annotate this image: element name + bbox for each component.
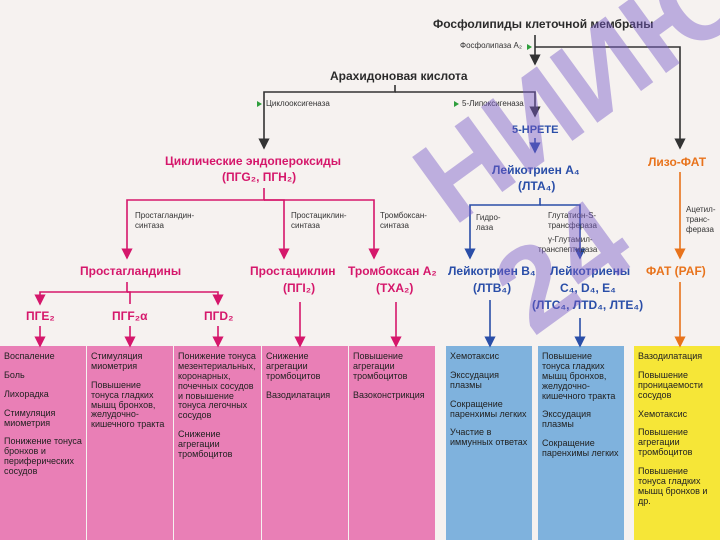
endoperoxides-node-line2: (ПГG₂, ПГН₂)	[222, 170, 297, 184]
tx-synthase-label-line1: Тромбоксан-	[380, 211, 427, 220]
effect-item: Снижение агрегации тромбоцитов	[266, 351, 321, 381]
tx-synthase-label-line2: синтаза	[380, 221, 409, 230]
prostacyclin-node-line2: (ПГI₂)	[283, 281, 316, 295]
hpete-node: 5-НРЕТЕ	[512, 124, 559, 136]
effect-item: Боль	[4, 369, 25, 380]
effects-pgd2-column: Понижение тонуса мезентериальных, корона…	[174, 346, 261, 540]
effect-item: Вазодилатация	[266, 389, 331, 400]
endoperoxides-node-line1: Циклические эндопероксиды	[165, 154, 342, 168]
lt-cde-node-line1: Лейкотриены	[550, 264, 631, 278]
ltb4-node-line2: (ЛТВ₄)	[473, 281, 512, 295]
pg-synthase-label-line1: Простагландин-	[135, 211, 195, 220]
effects-prostacyclin-column: Снижение агрегации тромбоцитов Вазодилат…	[262, 346, 348, 540]
hydrolase-label-line1: Гидро-	[476, 213, 501, 222]
pgf2a-node: ПГF₂α	[112, 309, 148, 323]
phospholipase-label: Фосфолипаза А₂	[460, 41, 522, 50]
lyso-paf-node: Лизо-ФАТ	[648, 155, 707, 169]
effect-item: Стимуляция миометрия	[91, 351, 143, 371]
lta4-node-line2: (ЛТА₄)	[518, 179, 556, 193]
lt-cde-node-line3: (ЛТС₄, ЛТD₄, ЛТЕ₄)	[532, 298, 644, 312]
effects-ltb4-column: Хемотаксис Экссудация плазмы Сокращение …	[446, 346, 532, 540]
gst-label-line2: трансфераза	[548, 221, 597, 230]
effect-item: Хемотаксис	[638, 408, 688, 419]
acetyltransferase-label-line3: фераза	[686, 225, 714, 234]
ltb4-node-line1: Лейкотриен В₄	[448, 264, 536, 278]
effect-item: Экссудация плазмы	[450, 369, 500, 390]
effects-paf-column: Вазодилатация Повышение проницаемости со…	[634, 346, 720, 540]
pge2-node: ПГЕ₂	[26, 309, 55, 323]
effect-item: Вазодилатация	[638, 351, 703, 361]
effects-thromboxane-column: Повышение агрегации тромбоцитов Вазоконс…	[349, 346, 435, 540]
pc-synthase-label-line2: синтаза	[291, 221, 320, 230]
gst-label-line1: Глутатион-S-	[548, 211, 597, 220]
pg-synthase-label-line2: синтаза	[135, 221, 164, 230]
hydrolase-label-line2: лаза	[476, 223, 494, 232]
prostacyclin-node-line1: Простациклин	[250, 264, 336, 278]
effects-lt-cde-column: Повышение тонуса гладких мышц бронхов, ж…	[538, 346, 624, 540]
effect-item: Понижение тонуса бронхов и периферически…	[4, 436, 82, 477]
lt-cde-node-line2: С₄, D₄, Е₄	[560, 281, 616, 295]
cyclooxygenase-label: Циклооксигеназа	[266, 99, 330, 108]
effects-pge2-column: Воспаление Боль Лихорадка Стимуляция мио…	[0, 346, 86, 540]
effect-item: Воспаление	[4, 351, 55, 361]
effect-item: Лихорадка	[4, 388, 49, 399]
pc-synthase-label-line1: Простациклин-	[291, 211, 347, 220]
effect-item: Сокращение паренхимы легких	[450, 398, 527, 419]
effect-item: Повышение агрегации тромбоцитов	[353, 351, 408, 381]
effect-item: Участие в иммунных ответах	[450, 427, 528, 448]
acetyltransferase-label-line1: Ацетил-	[686, 205, 716, 214]
lta4-node-line1: Лейкотриен А₄	[492, 163, 580, 177]
effect-item: Экссудация плазмы	[542, 409, 592, 430]
effect-item: Снижение агрегации тромбоцитов	[178, 429, 233, 460]
effect-item: Повышение проницаемости сосудов	[638, 369, 703, 400]
prostaglandins-node: Простагландины	[80, 264, 182, 278]
thromboxane-node-line1: Тромбоксан А₂	[348, 264, 437, 278]
effect-item: Повышение тонуса гладких мышц бронхов, ж…	[91, 379, 165, 430]
ggt-label-line2: транспептидаза	[538, 245, 598, 254]
paf-node: ФАТ (PAF)	[646, 264, 706, 278]
effect-item: Хемотаксис	[450, 351, 500, 361]
acetyltransferase-label-line2: транс-	[686, 215, 710, 224]
effect-item: Понижение тонуса мезентериальных, корона…	[178, 351, 256, 421]
effect-item: Повышение тонуса гладких мышц бронхов и …	[638, 466, 708, 506]
lipoxygenase-label: 5-Липоксигеназа	[462, 99, 524, 108]
effect-item: Повышение агрегации тромбоцитов	[638, 427, 693, 458]
effects-pgf2a-column: Стимуляция миометрия Повышение тонуса гл…	[87, 346, 173, 540]
effect-item: Стимуляция миометрия	[4, 407, 56, 428]
pgd2-node: ПГD₂	[204, 309, 234, 323]
effect-item: Сокращение паренхимы легких	[542, 438, 619, 459]
effect-item: Вазоконстрикция	[353, 389, 425, 400]
thromboxane-node-line2: (ТХА₂)	[376, 281, 414, 295]
phospholipids-node: Фосфолипиды клеточной мембраны	[433, 17, 654, 31]
effect-item: Повышение тонуса гладких мышц бронхов, ж…	[542, 351, 616, 401]
ggt-label-line1: γ-Глутамил-	[548, 235, 593, 244]
arachidonic-acid-node: Арахидоновая кислота	[330, 69, 468, 83]
